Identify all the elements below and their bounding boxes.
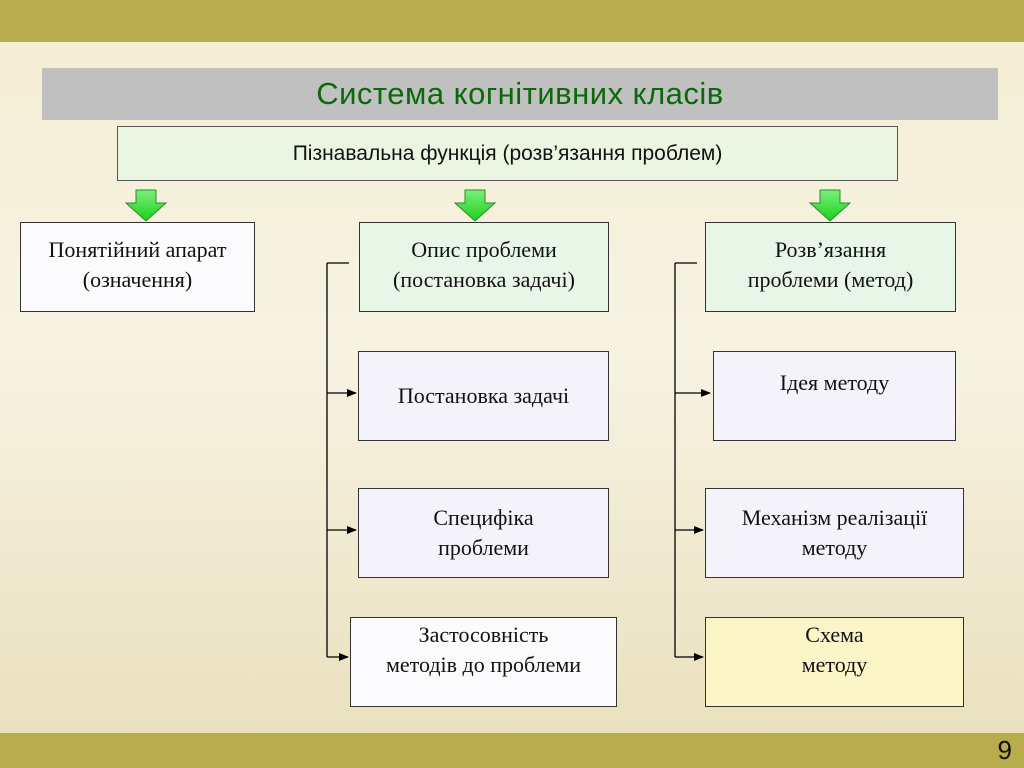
problem-description-label: Опис проблеми (постановка задачі) <box>393 237 575 292</box>
cognitive-function-box: Пізнавальна функція (розв’язання проблем… <box>117 126 898 181</box>
problem-specifics-label: Специфіка проблеми <box>433 505 534 560</box>
method-idea-label: Ідея методу <box>779 370 890 395</box>
method-applicability-box: Застосовність методів до проблеми <box>350 617 617 707</box>
problem-specifics-box: Специфіка проблеми <box>358 488 609 578</box>
concept-apparatus-label: Понятійний апарат (означення) <box>48 237 227 292</box>
method-scheme-box: Схема методу <box>705 617 964 707</box>
problem-solution-label: Розв’язання проблеми (метод) <box>747 237 914 292</box>
top-decor-band <box>0 0 1024 42</box>
middle-bracket <box>326 262 357 661</box>
problem-statement-box: Постановка задачі <box>358 351 609 441</box>
down-block-arrow-right <box>808 189 852 222</box>
concept-apparatus-box: Понятійний апарат (означення) <box>20 222 255 312</box>
slide-title: Система когнітивних класів <box>42 68 998 120</box>
bottom-decor-band <box>0 733 1024 768</box>
method-mechanism-box: Механізм реалізації методу <box>705 488 964 578</box>
problem-description-box: Опис проблеми (постановка задачі) <box>359 222 609 312</box>
method-scheme-label: Схема методу <box>801 622 868 677</box>
method-idea-box: Ідея методу <box>713 351 956 441</box>
down-block-arrow-left <box>124 189 168 222</box>
method-applicability-label: Застосовність методів до проблеми <box>385 622 582 677</box>
problem-statement-label: Постановка задачі <box>397 383 570 408</box>
page-number: 9 <box>997 735 1012 765</box>
problem-solution-box: Розв’язання проблеми (метод) <box>705 222 956 312</box>
right-bracket <box>674 262 711 661</box>
down-block-arrow-middle <box>453 189 497 222</box>
method-mechanism-label: Механізм реалізації методу <box>741 505 928 560</box>
